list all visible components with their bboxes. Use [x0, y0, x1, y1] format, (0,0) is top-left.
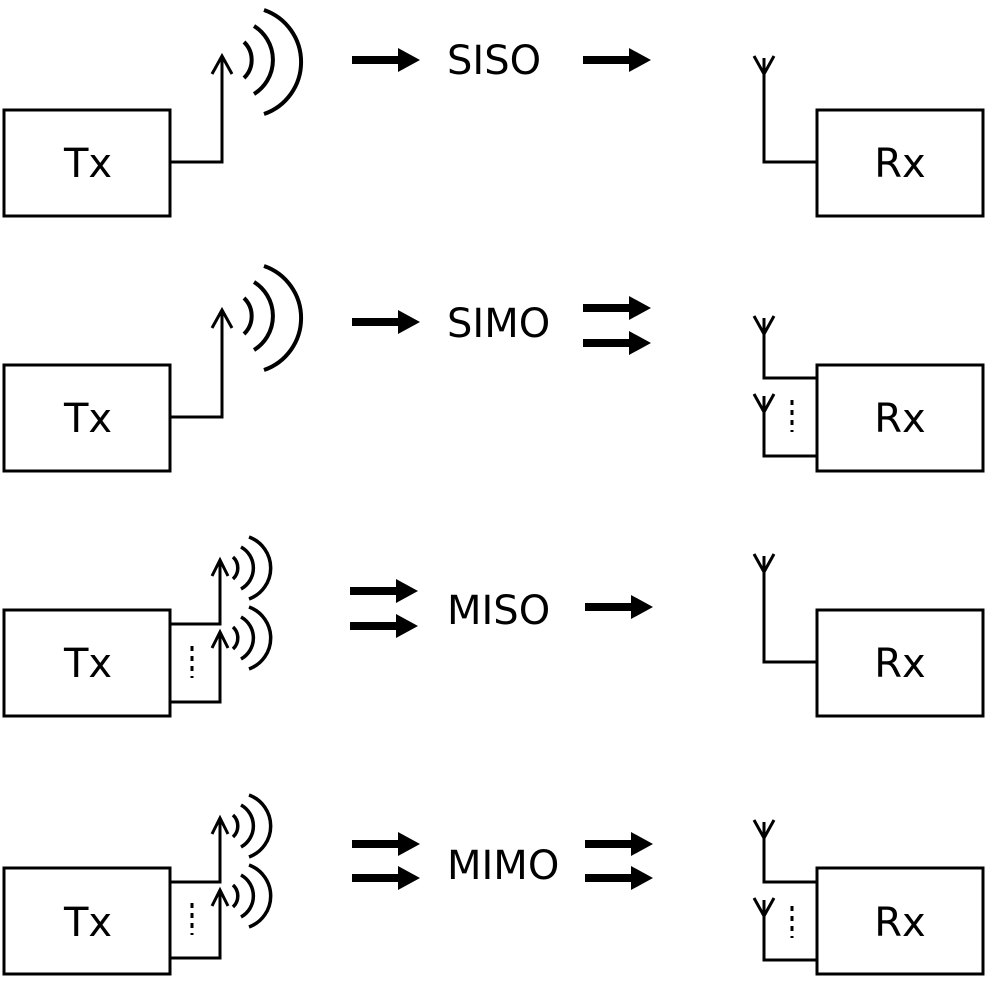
- tx-antenna-icon: [170, 886, 230, 960]
- rx-label: Rx: [874, 641, 925, 687]
- row-siso: [2, 8, 985, 218]
- arrow-in-icon: [352, 866, 420, 890]
- row-simo: [2, 264, 985, 473]
- arrow-out-icon: [585, 595, 653, 619]
- arrow-out-icon: [585, 832, 653, 856]
- tx-label: Tx: [63, 396, 112, 442]
- tx-antenna-icon: [170, 306, 234, 419]
- radio-waves-icon: [231, 605, 273, 671]
- tx-label: Tx: [63, 141, 112, 187]
- rx-antenna-icon: [752, 553, 817, 664]
- radio-waves-icon: [231, 863, 273, 929]
- rx-antenna-icon: [752, 315, 817, 380]
- arrow-in-icon: [352, 48, 420, 72]
- rx-antenna-icon: [752, 55, 817, 164]
- rx-antenna-icon: [752, 819, 817, 884]
- row-mimo: [2, 793, 985, 976]
- rx-antenna-icon: [752, 897, 817, 962]
- rx-label: Rx: [874, 141, 925, 187]
- rx-label: Rx: [874, 396, 925, 442]
- tx-antenna-icon: [170, 52, 234, 164]
- row-miso: [2, 535, 985, 718]
- arrow-out-icon: [583, 48, 651, 72]
- mode-label-simo: SIMO: [447, 301, 550, 347]
- arrow-in-icon: [352, 832, 420, 856]
- tx-antenna-icon: [170, 556, 230, 626]
- rx-antenna-icon: [752, 393, 817, 458]
- tx-antenna-icon: [170, 814, 230, 884]
- mode-label-siso: SISO: [447, 38, 541, 84]
- tx-box: [2, 608, 172, 718]
- rx-box: [815, 866, 985, 976]
- mode-label-mimo: MIMO: [447, 843, 559, 889]
- radio-waves-icon: [231, 793, 273, 859]
- arrow-out-icon: [583, 296, 651, 320]
- arrow-out-icon: [583, 331, 651, 355]
- arrow-in-icon: [350, 614, 418, 638]
- mode-label-miso: MISO: [447, 588, 550, 634]
- radio-waves-icon: [242, 264, 304, 372]
- radio-waves-icon: [242, 8, 304, 116]
- tx-box: [2, 866, 172, 976]
- tx-antenna-icon: [170, 628, 230, 704]
- radio-waves-icon: [231, 535, 273, 601]
- arrow-in-icon: [352, 310, 420, 334]
- arrow-out-icon: [585, 866, 653, 890]
- rx-label: Rx: [874, 900, 925, 946]
- rx-box: [815, 363, 985, 473]
- arrow-in-icon: [350, 579, 418, 603]
- tx-label: Tx: [63, 900, 112, 946]
- tx-label: Tx: [63, 641, 112, 687]
